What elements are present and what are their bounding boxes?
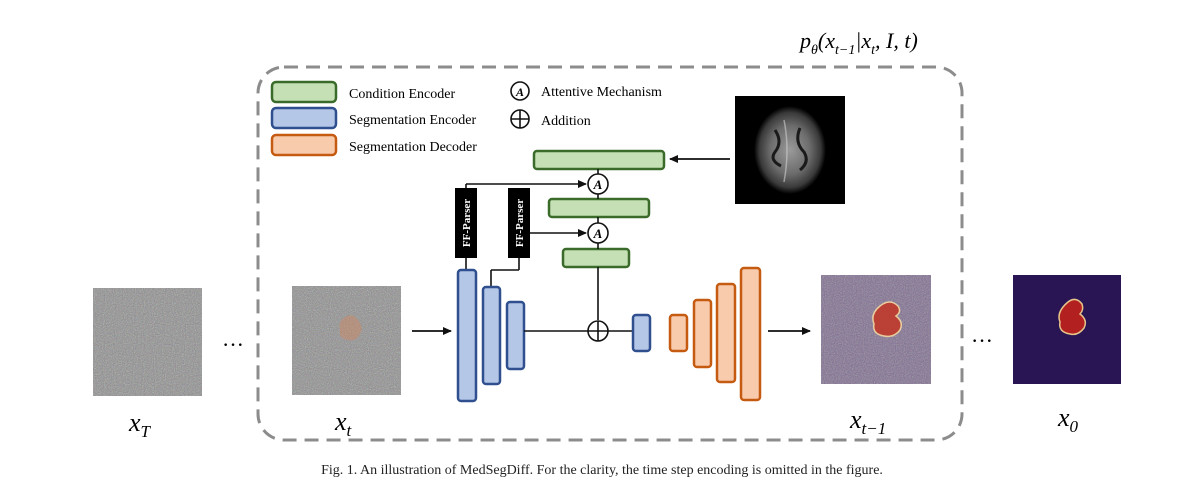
condition-encoder-bar-1 [532,149,666,171]
legend-label-segmentation-decoder: Segmentation Decoder [349,140,477,155]
segmentation-decoder-bar-3 [715,282,737,384]
segmentation-encoder-bar-1 [456,268,478,403]
label-x-t-minus-1: xt−1 [849,405,886,438]
condition-mri-image [735,96,845,204]
label-x-T: xT [128,408,152,441]
condition-encoder-bar-3 [561,247,631,269]
legend-attentive-icon: A [510,81,530,101]
legend-label-attentive-mechanism: Attentive Mechanism [541,85,662,100]
figure-caption: Fig. 1. An illustration of MedSegDiff. F… [321,463,883,478]
condition-encoder-bar-2 [547,197,651,219]
legend-swatch-condition-encoder [270,80,338,104]
formula-label: pθ(xt−1|xt, I, t) [798,28,918,58]
ellipsis-right: ··· [971,328,993,353]
svg-text:A: A [593,177,603,192]
label-x-t: xt [334,407,353,440]
image-x-t [292,286,401,395]
image-x-0 [1013,275,1121,384]
legend-swatch-segmentation-decoder [270,133,338,157]
attention-node-2: A [587,222,609,244]
svg-text:FF-Parser: FF-Parser [461,199,473,247]
legend-label-condition-encoder: Condition Encoder [349,87,455,102]
image-x-T [93,288,202,396]
image-x-t-minus-1 [821,275,931,384]
legend-swatch-segmentation-encoder [270,106,338,130]
segmentation-decoder-bar-1 [668,313,689,353]
segmentation-encoder-bar-2 [481,285,502,386]
legend-label-segmentation-encoder: Segmentation Encoder [349,113,476,128]
segmentation-encoder-bar-3 [505,300,526,371]
segmentation-decoder-bar-2 [692,298,713,369]
svg-text:FF-Parser: FF-Parser [514,199,526,247]
ff-parser-block-1: FF-Parser [455,188,477,258]
ff-parser-block-2: FF-Parser [508,188,530,258]
legend-label-addition: Addition [541,114,591,129]
segmentation-decoder-bar-4 [739,266,762,402]
ellipsis-left: ··· [222,332,244,357]
bottleneck-block [631,313,652,353]
attention-node-1: A [587,173,609,195]
addition-node [587,320,609,342]
legend-addition-icon [510,109,530,129]
svg-text:A: A [593,226,603,241]
svg-text:A: A [515,85,524,99]
label-x-0: x0 [1057,403,1079,436]
